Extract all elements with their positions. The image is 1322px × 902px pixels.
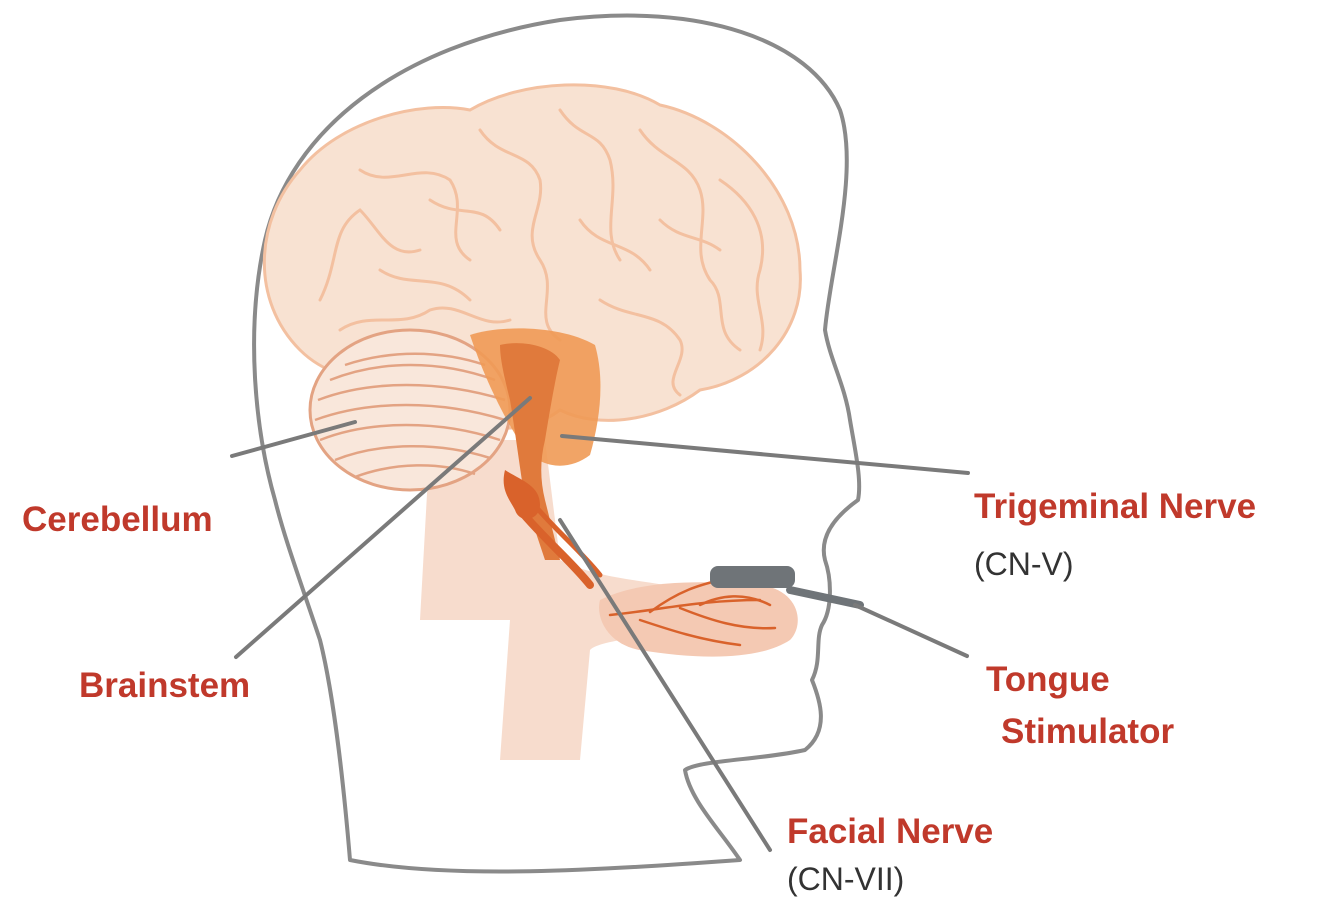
tongue-icon	[599, 582, 798, 656]
label-stimulator: Stimulator	[1001, 712, 1174, 752]
label-tongue: Tongue	[986, 660, 1110, 700]
leader-tongue-stimulator	[855, 605, 967, 656]
label-cerebellum: Cerebellum	[22, 500, 213, 540]
label-facial-nerve: Facial Nerve	[787, 812, 993, 852]
label-trigeminal-nerve: Trigeminal Nerve	[974, 487, 1256, 527]
label-brainstem: Brainstem	[79, 666, 250, 706]
label-trigeminal-code: (CN-V)	[974, 545, 1074, 583]
tongue-stimulator-icon	[710, 566, 795, 588]
label-facial-code: (CN-VII)	[787, 860, 904, 898]
